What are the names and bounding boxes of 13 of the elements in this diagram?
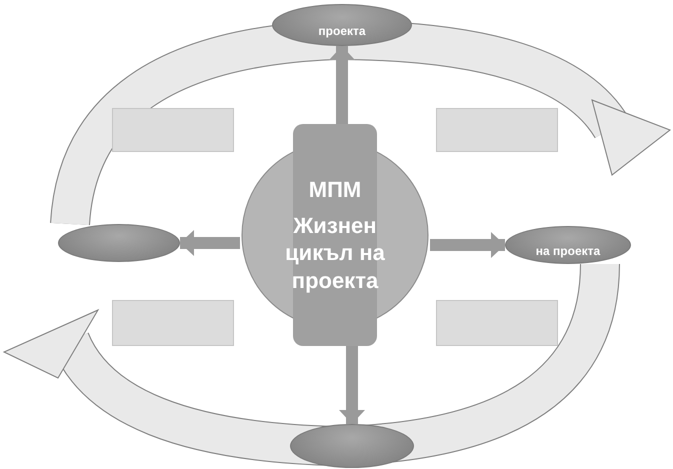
block-arrow: [339, 346, 365, 424]
empty-box: [436, 108, 558, 152]
block-arrow: [180, 230, 240, 256]
block-arrow: [329, 46, 355, 124]
center-title: Жизнен цикъл на проекта: [284, 212, 386, 294]
block-arrow: [430, 232, 505, 258]
empty-box: [112, 108, 234, 152]
empty-box: [436, 300, 558, 346]
center-heading: МПМ: [308, 176, 362, 204]
node-label: на проекта: [536, 243, 600, 257]
empty-box: [112, 300, 234, 346]
node-label: проекта: [318, 23, 366, 37]
center-cross-circle: [240, 124, 430, 346]
